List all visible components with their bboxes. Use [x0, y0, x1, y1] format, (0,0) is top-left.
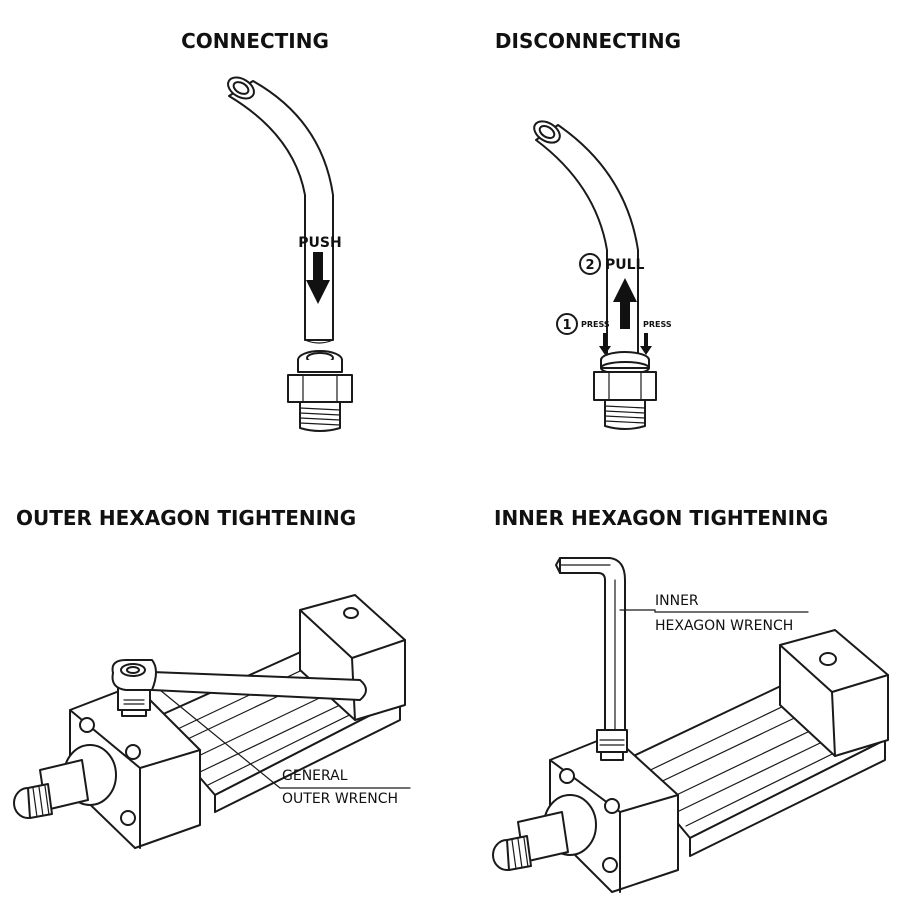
- hex-key-icon: [555, 557, 626, 731]
- hex-wrench-callout-line1: INNER: [655, 593, 699, 609]
- push-in-fitting-icon: [287, 350, 353, 432]
- tube-icon: [533, 120, 639, 369]
- outer-hexagon-panel: GENERAL OUTER WRENCH: [13, 594, 411, 849]
- port-fitting-icon: [117, 684, 151, 717]
- step-1-number: 1: [562, 318, 571, 333]
- outer-wrench-leader-line: [159, 689, 411, 789]
- step-2-number: 2: [585, 258, 594, 273]
- tube-icon: [227, 76, 334, 344]
- hex-wrench-callout-line2: HEXAGON WRENCH: [655, 618, 793, 634]
- press-arrow-right-icon: [640, 333, 652, 355]
- outer-wrench-callout-line1: GENERAL: [282, 768, 348, 784]
- press-label-left: PRESS: [581, 320, 610, 329]
- push-arrow-icon: [306, 252, 330, 304]
- connecting-title: CONNECTING: [181, 29, 329, 53]
- pull-label: PULL: [605, 257, 645, 273]
- press-arrow-left-icon: [599, 333, 611, 355]
- pull-arrow-icon: [613, 278, 637, 329]
- push-in-fitting-icon: [593, 351, 657, 430]
- disconnecting-title: DISCONNECTING: [495, 29, 681, 53]
- disconnecting-panel: 2 PULL 1 PRESS PRESS: [533, 120, 672, 430]
- port-fitting-icon: [596, 729, 628, 761]
- inner-hexagon-panel: INNER HEXAGON WRENCH: [492, 557, 889, 893]
- outer-hexagon-title: OUTER HEXAGON TIGHTENING: [16, 506, 356, 530]
- pneumatic-cylinder-icon: [13, 594, 406, 849]
- open-end-wrench-icon: [111, 659, 367, 701]
- inner-hexagon-title: INNER HEXAGON TIGHTENING: [494, 506, 828, 530]
- step-2-marker: [579, 253, 601, 275]
- connecting-panel: PUSH: [227, 76, 353, 432]
- outer-wrench-callout-line2: OUTER WRENCH: [282, 791, 398, 807]
- hex-wrench-leader-line: [619, 609, 809, 613]
- step-1-marker: [556, 313, 578, 335]
- push-label: PUSH: [298, 235, 341, 251]
- press-label-right: PRESS: [643, 320, 672, 329]
- pneumatic-cylinder-icon: [492, 629, 889, 893]
